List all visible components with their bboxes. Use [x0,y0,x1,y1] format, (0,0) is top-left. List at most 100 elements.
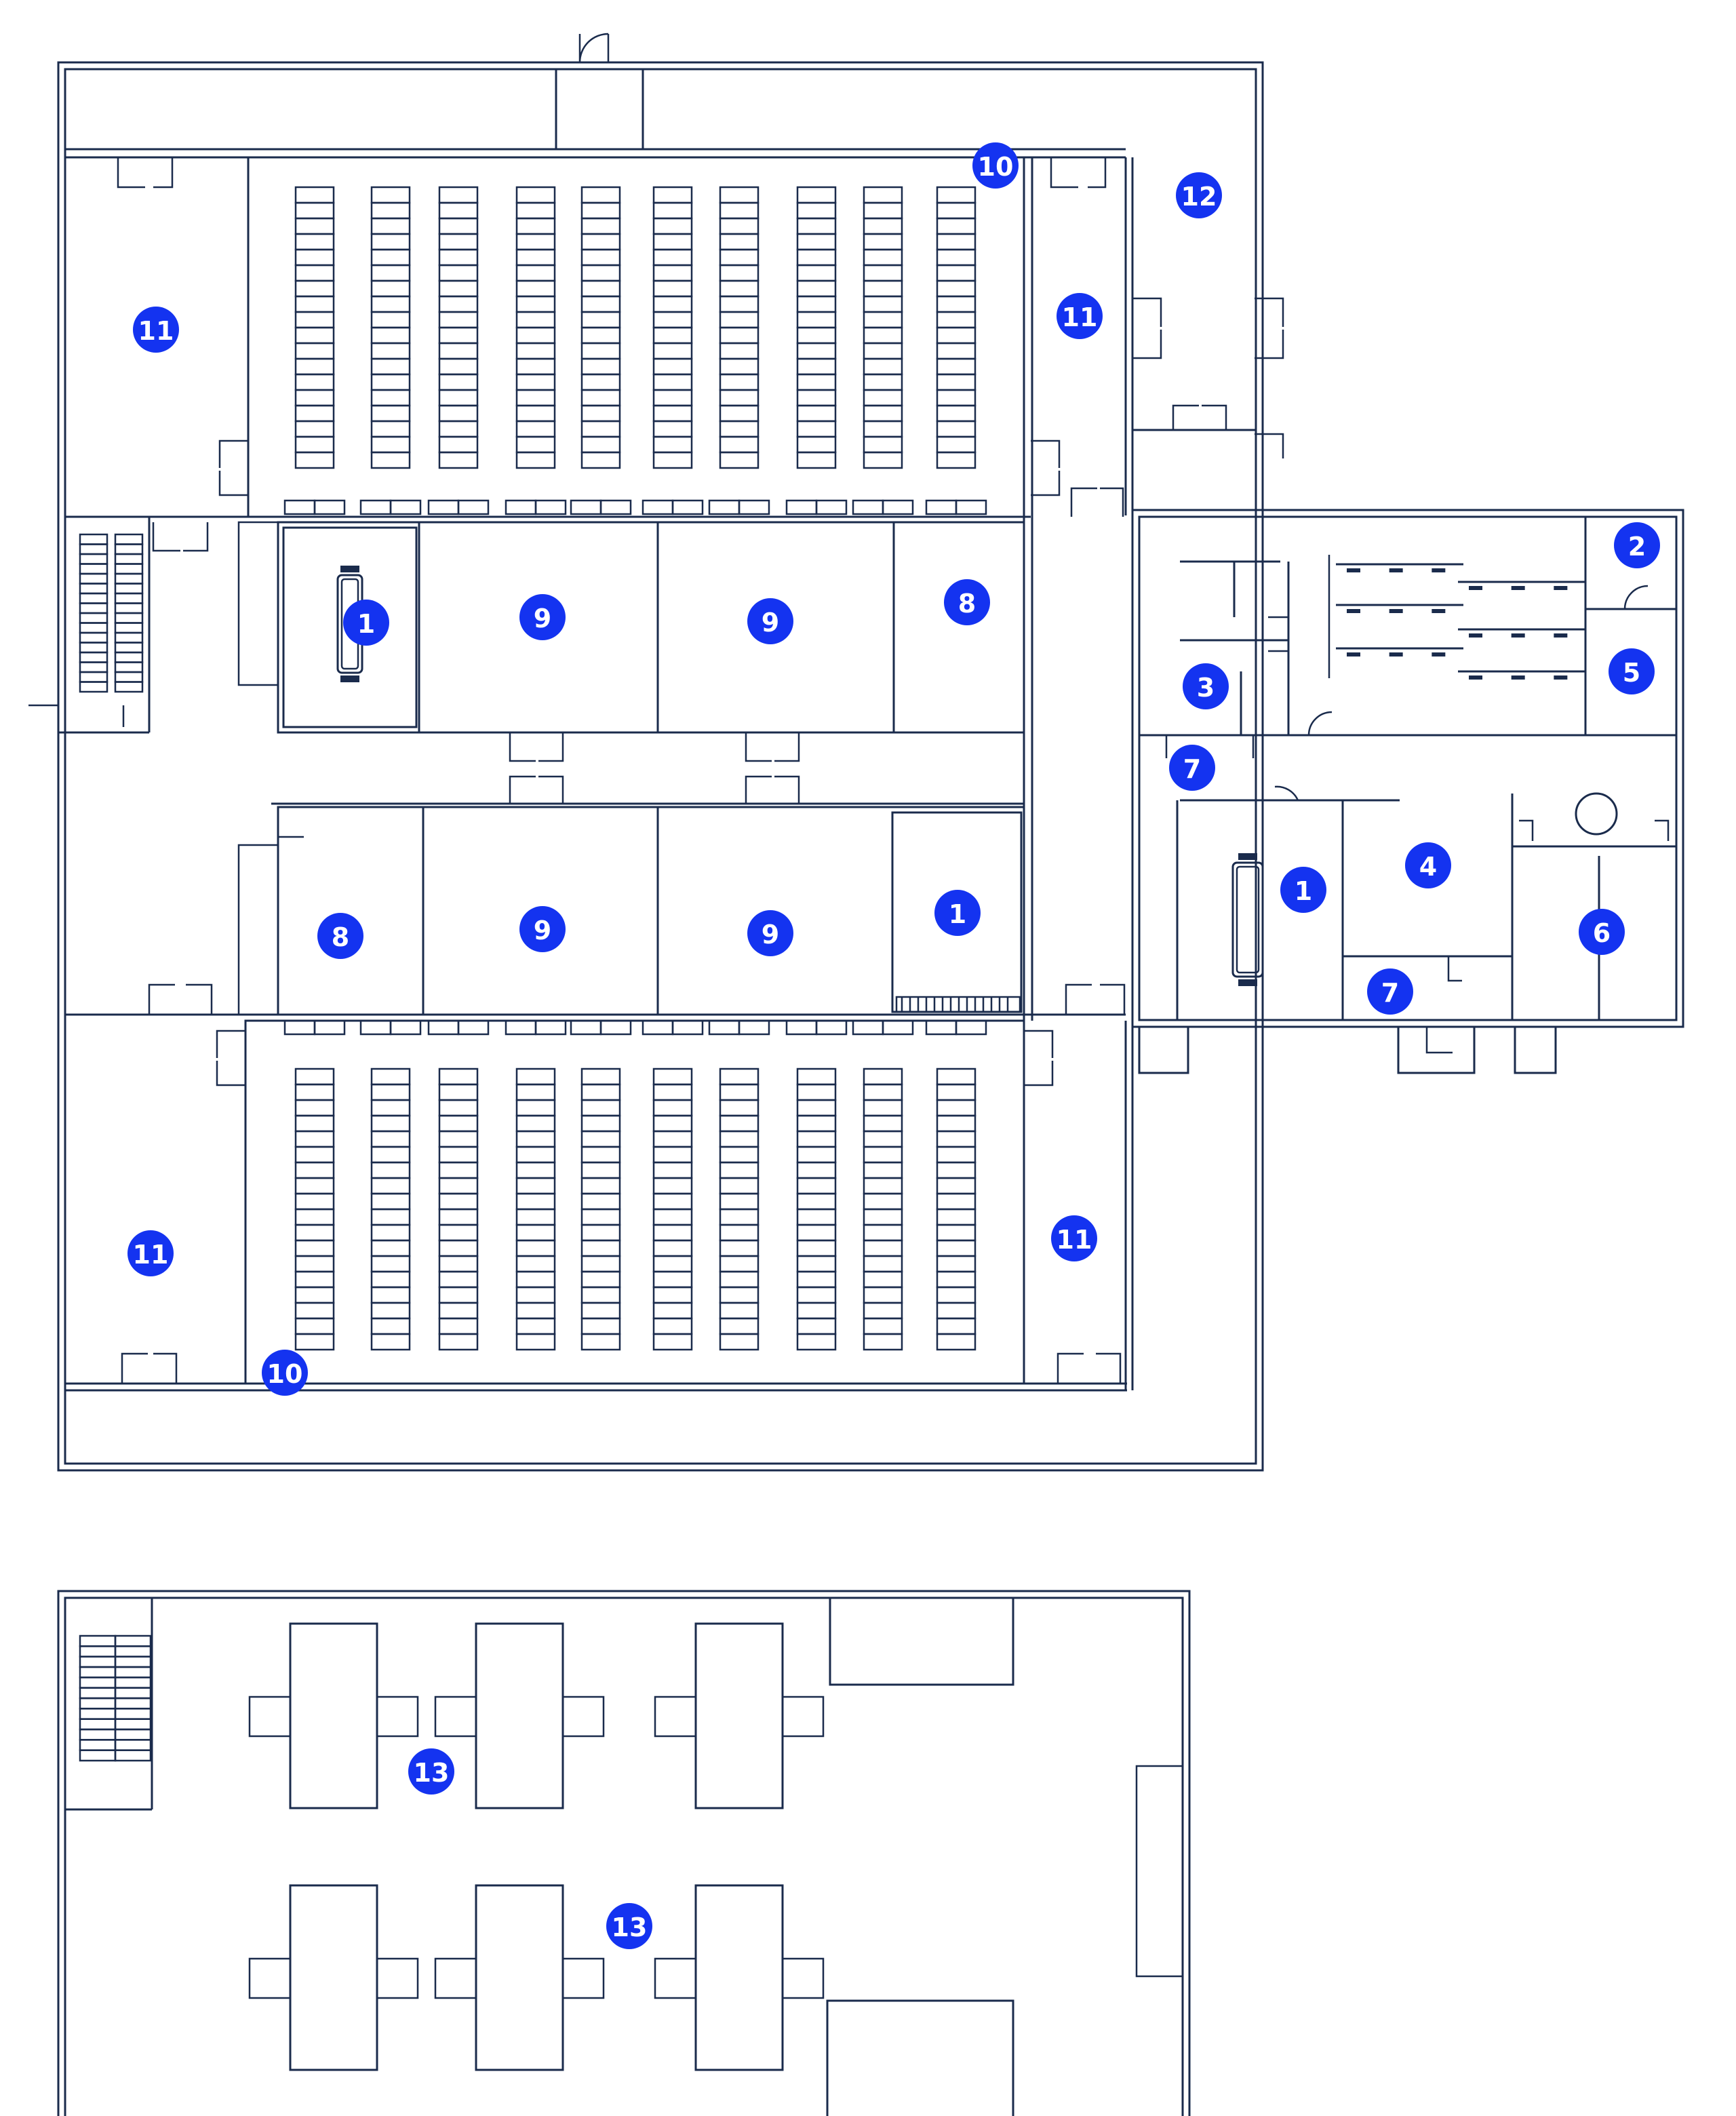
seat [370,311,411,329]
seat [580,201,621,220]
seat [936,295,976,313]
monitor [1469,633,1482,638]
seat [863,326,903,345]
bench-seat [389,1019,422,1036]
chair [248,1696,292,1738]
seat [796,279,837,298]
seat [438,264,479,282]
monitor [1432,568,1446,572]
training-table [475,1884,564,2071]
stair-step [79,631,108,644]
chair [1238,979,1257,986]
marker-circle [133,307,179,353]
seat [438,1192,479,1211]
seat [863,1177,903,1195]
bench-seat [313,499,346,515]
monitor [1389,609,1403,613]
room-marker-5: 5 [1609,648,1655,694]
seat [863,1333,903,1351]
room-marker-11: 11 [127,1230,174,1276]
seat [370,1067,411,1086]
seat [719,389,760,407]
marker-label: 5 [1623,658,1640,688]
stair-step [79,1749,117,1762]
seat [652,1301,693,1320]
seat [936,248,976,267]
seat [719,217,760,235]
seat [370,326,411,345]
seat [796,1333,837,1351]
seat [652,1145,693,1164]
seat [580,1223,621,1242]
bench-seat [785,499,818,515]
stair-step [79,602,108,614]
seat [515,1099,556,1117]
room-marker-8: 8 [317,913,363,959]
stair-step [114,1728,152,1741]
seat [580,1208,621,1226]
seat [580,1083,621,1101]
stair-step [114,1739,152,1751]
marker-label: 12 [1181,182,1217,212]
seat [294,1192,335,1211]
seat [652,1317,693,1335]
bench-seat [925,499,958,515]
seat [719,1333,760,1351]
seat [863,373,903,391]
seat [294,248,335,267]
seat [652,1333,693,1351]
training-table [289,1622,378,1809]
seat [370,451,411,469]
seat [438,326,479,345]
stair-step [114,1645,152,1658]
monitor [1432,609,1446,613]
seat [438,1083,479,1101]
seat [936,186,976,204]
room-marker-10: 10 [972,142,1019,189]
seat [515,404,556,423]
seat [719,1286,760,1304]
seat [796,1177,837,1195]
seat [863,389,903,407]
bench-seat [457,499,490,515]
seat [515,1177,556,1195]
seat [719,264,760,282]
seat [796,1286,837,1304]
seat [796,326,837,345]
seat [370,1223,411,1242]
marker-label: 6 [1593,918,1611,948]
seat [796,295,837,313]
seat [515,1270,556,1289]
seat [515,1286,556,1304]
stair-step [114,642,144,654]
stair-step [79,1634,117,1647]
bench-seat [359,499,392,515]
seat [652,248,693,267]
seat [438,373,479,391]
seat [580,1317,621,1335]
seat [515,311,556,329]
stair-step [114,671,144,683]
chair [781,1957,825,1999]
seat [515,1083,556,1101]
seat [863,1099,903,1117]
seat [652,1192,693,1211]
seat [294,1223,335,1242]
training-table [694,1622,784,1809]
seat [370,420,411,438]
seat [863,186,903,204]
seat [370,248,411,267]
seat [719,201,760,220]
seat [936,1208,976,1226]
seat [652,326,693,345]
seat [294,1239,335,1257]
seat [294,295,335,313]
seat [652,1067,693,1086]
marker-circle [519,594,566,640]
bench-seat [534,499,567,515]
seat [294,342,335,360]
bench-seat [785,1019,818,1036]
seat [515,233,556,251]
seat [936,1317,976,1335]
seat [370,1317,411,1335]
